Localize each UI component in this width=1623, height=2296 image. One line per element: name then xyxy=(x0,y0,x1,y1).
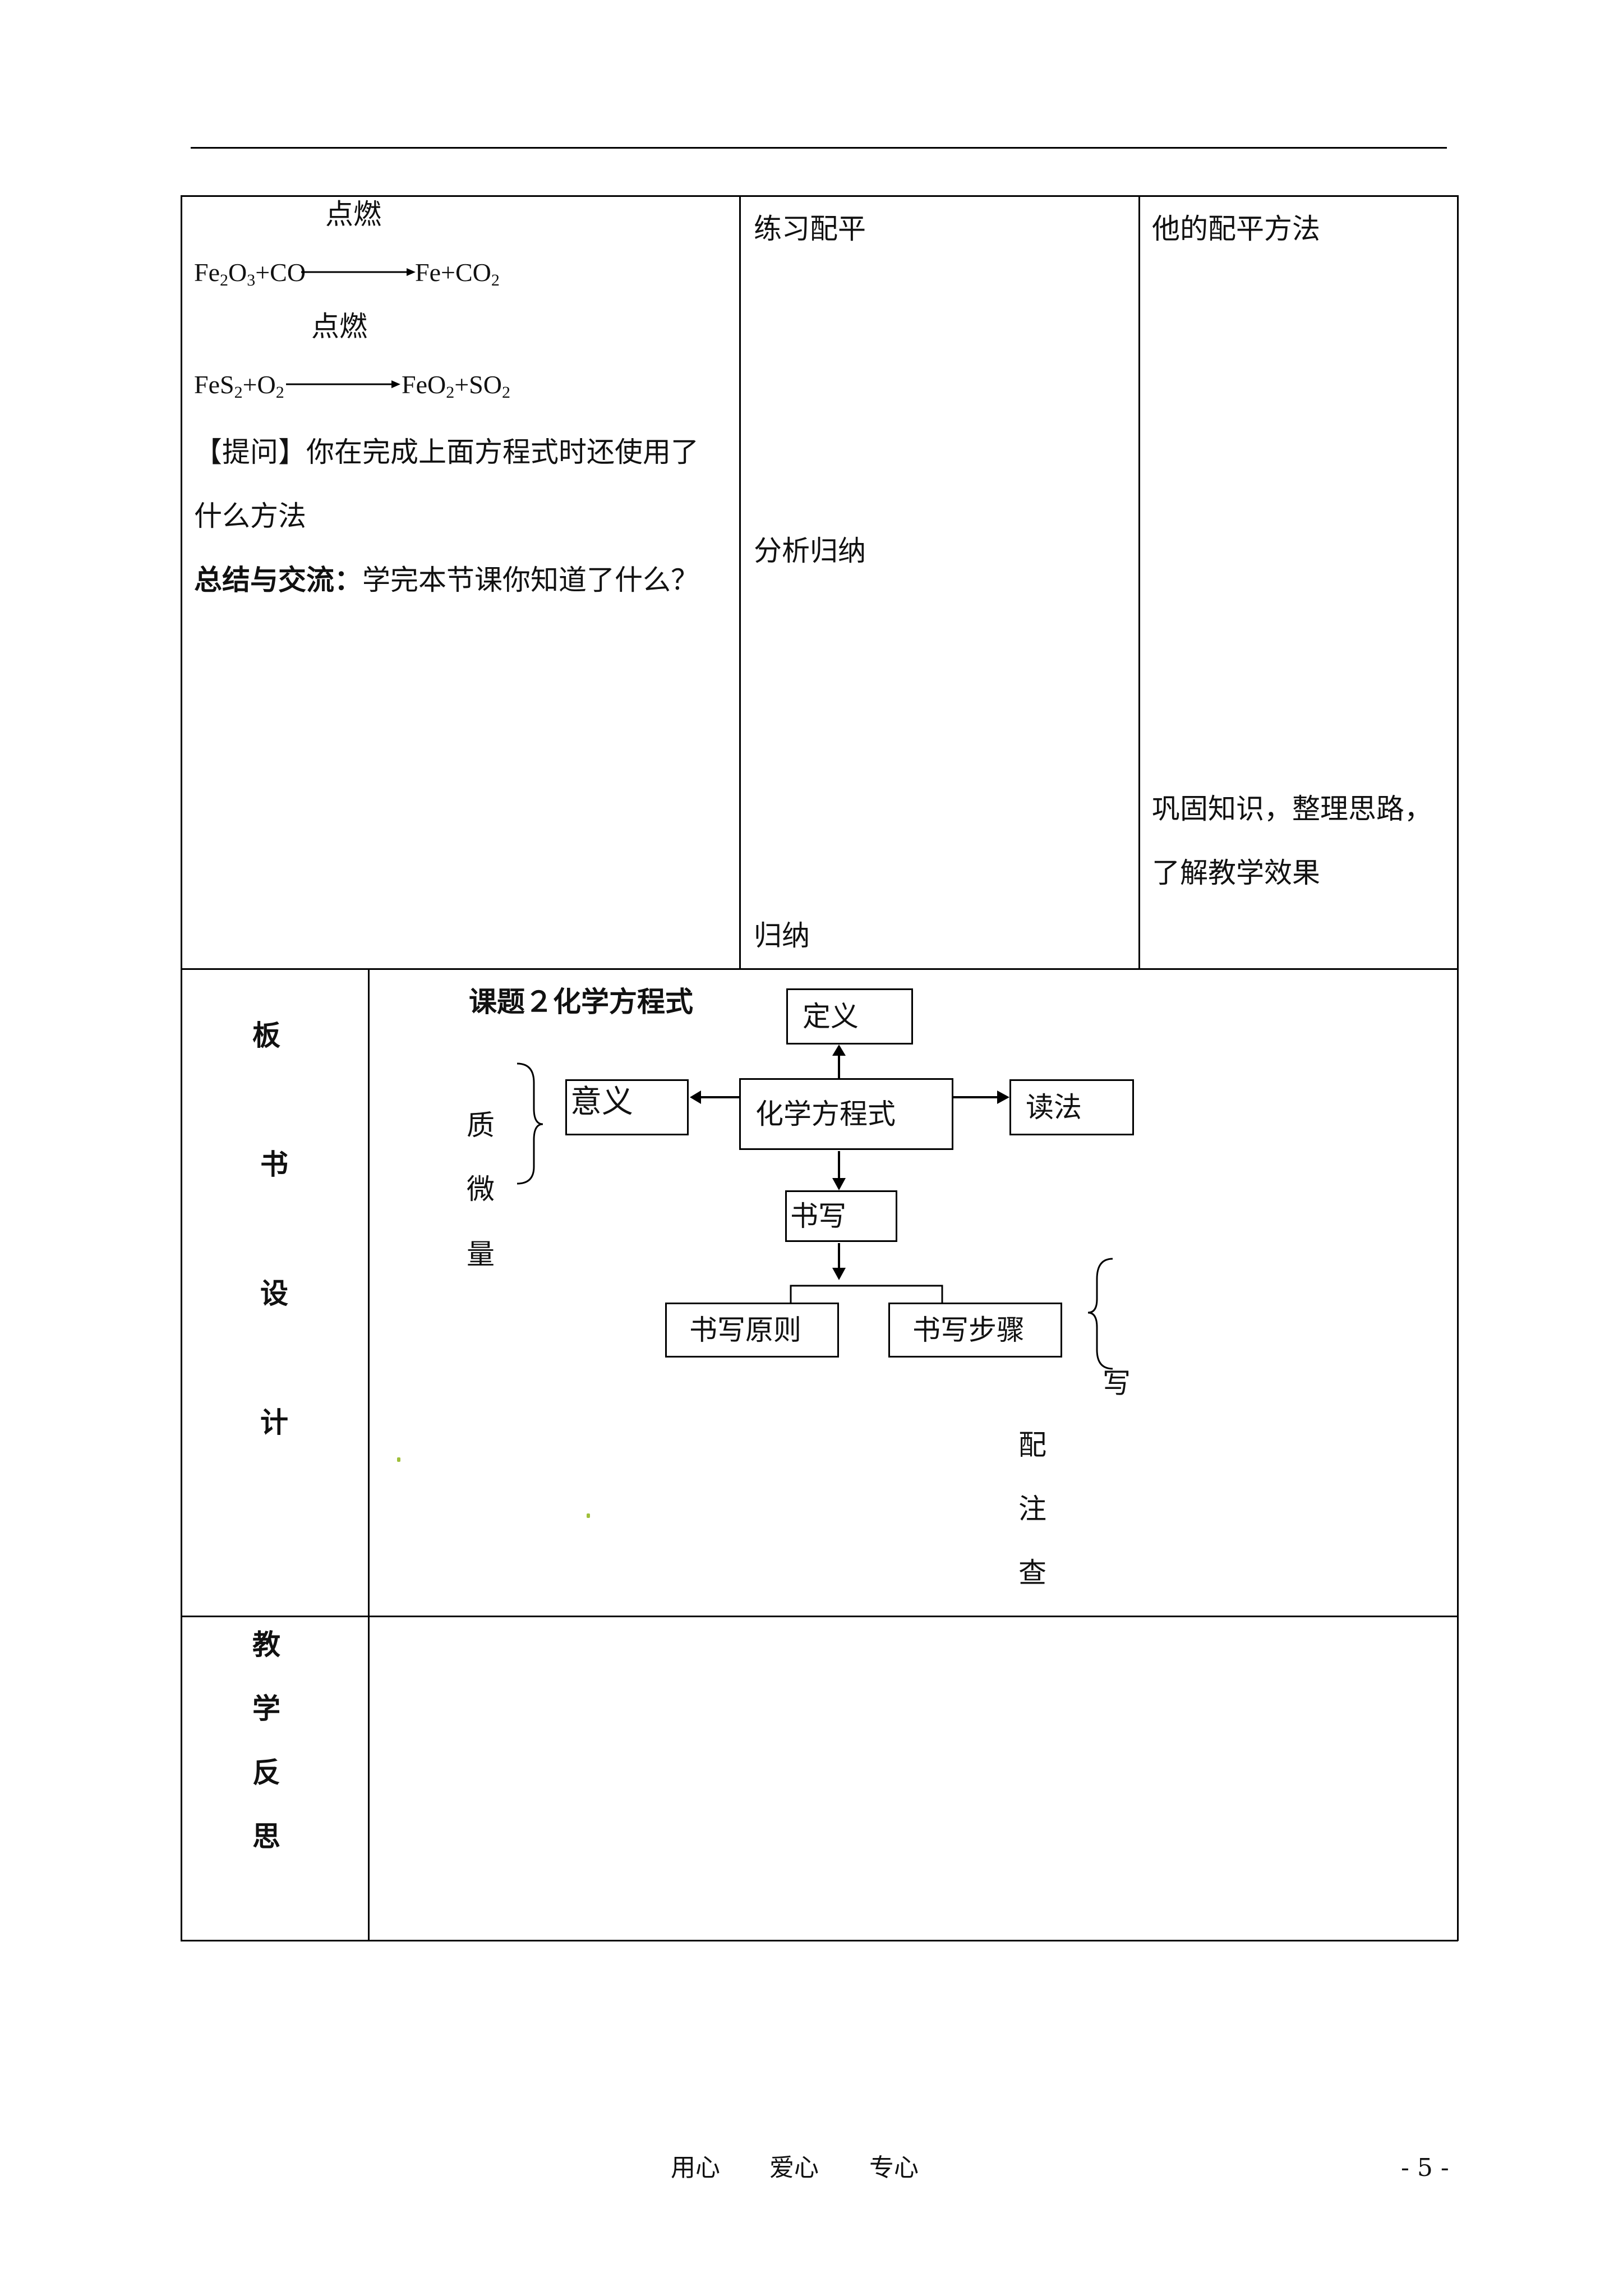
board-label-char-1: 板 xyxy=(252,1019,280,1052)
writing-principle-box: 书写原则 xyxy=(665,1303,839,1358)
arrowhead-to-definition xyxy=(832,1045,846,1056)
table-col-divider-2 xyxy=(1138,195,1140,969)
meaning-box: 意义 xyxy=(565,1079,689,1135)
board-label-char-2: 书 xyxy=(260,1148,288,1181)
summarize: 归纳 xyxy=(754,919,810,952)
meaning-brace xyxy=(517,1062,543,1185)
stray-mark-2 xyxy=(587,1513,590,1518)
summary-label: 总结与交流： xyxy=(194,563,362,596)
step-item-3: 注 xyxy=(1018,1493,1046,1525)
writing-steps-box: 书写步骤 xyxy=(888,1303,1062,1358)
header-rule xyxy=(191,147,1447,149)
arrowhead-to-split xyxy=(832,1268,846,1280)
consolidate-line-2: 了解教学效果 xyxy=(1152,857,1320,889)
board-label-char-3: 设 xyxy=(260,1277,288,1310)
eq1-arrow xyxy=(301,268,416,276)
question-line-2: 什么方法 xyxy=(194,500,306,532)
page-number: - 5 - xyxy=(1401,2154,1449,2182)
step-item-1: 写 xyxy=(1103,1367,1131,1400)
topic-title: 课题２化学方程式 xyxy=(469,985,693,1018)
practice-balancing: 练习配平 xyxy=(754,213,866,245)
meaning-item-3: 量 xyxy=(467,1238,495,1271)
equation-1-products: Fe+CO2 xyxy=(415,258,500,289)
arrowhead-to-meaning xyxy=(690,1091,701,1104)
eq1-condition: 点燃 xyxy=(325,198,381,231)
equation-2: FeS2+O2 xyxy=(194,370,284,402)
stray-mark-1 xyxy=(397,1457,400,1462)
table-row-divider-1 xyxy=(181,968,1458,970)
reflection-label-char-1: 教 xyxy=(252,1628,280,1661)
question-line-1: 【提问】你在完成上面方程式时还使用了 xyxy=(194,436,699,468)
steps-brace xyxy=(1087,1258,1113,1370)
table-border-right xyxy=(1457,195,1459,1941)
meaning-item-1: 质 xyxy=(467,1109,495,1142)
table-col-divider-1 xyxy=(739,195,741,969)
table-label-divider xyxy=(368,968,370,1941)
footer-slogan-2: 爱心 xyxy=(769,2154,819,2182)
definition-box: 定义 xyxy=(786,988,913,1045)
split-connector xyxy=(790,1285,943,1303)
eq2-arrow xyxy=(286,380,400,388)
step-item-2: 配 xyxy=(1018,1429,1046,1461)
reflection-label-char-3: 反 xyxy=(252,1756,280,1789)
summary-text: 学完本节课你知道了什么？ xyxy=(362,564,699,596)
equation-2-products: FeO2+SO2 xyxy=(402,370,510,402)
reflection-label-char-4: 思 xyxy=(252,1820,280,1853)
reflection-label-char-2: 学 xyxy=(252,1692,280,1725)
writing-box: 书写 xyxy=(785,1190,897,1242)
table-border-bottom xyxy=(181,1940,1458,1941)
other-balancing-methods: 他的配平方法 xyxy=(1152,213,1320,245)
footer-slogan-1: 用心 xyxy=(671,2154,720,2182)
table-border-left xyxy=(181,195,182,1941)
table-border-top xyxy=(181,195,1458,197)
arrowhead-to-reading xyxy=(997,1091,1009,1104)
table-row-divider-2 xyxy=(181,1616,1458,1617)
chemical-equation-box: 化学方程式 xyxy=(739,1078,953,1150)
meaning-item-2: 微 xyxy=(467,1173,495,1205)
summary: 总结与交流：学完本节课你知道了什么？ xyxy=(194,563,699,597)
consolidate-line-1: 巩固知识，整理思路， xyxy=(1152,793,1432,825)
board-label-char-4: 计 xyxy=(260,1406,288,1439)
reading-box: 读法 xyxy=(1009,1079,1134,1135)
footer-slogan-3: 专心 xyxy=(869,2154,919,2182)
step-item-4: 查 xyxy=(1018,1557,1046,1589)
equation-1: Fe2O3+CO xyxy=(194,258,306,289)
eq2-condition: 点燃 xyxy=(311,310,367,343)
arrowhead-to-writing xyxy=(832,1178,846,1190)
analyze-summarize: 分析归纳 xyxy=(754,535,866,567)
